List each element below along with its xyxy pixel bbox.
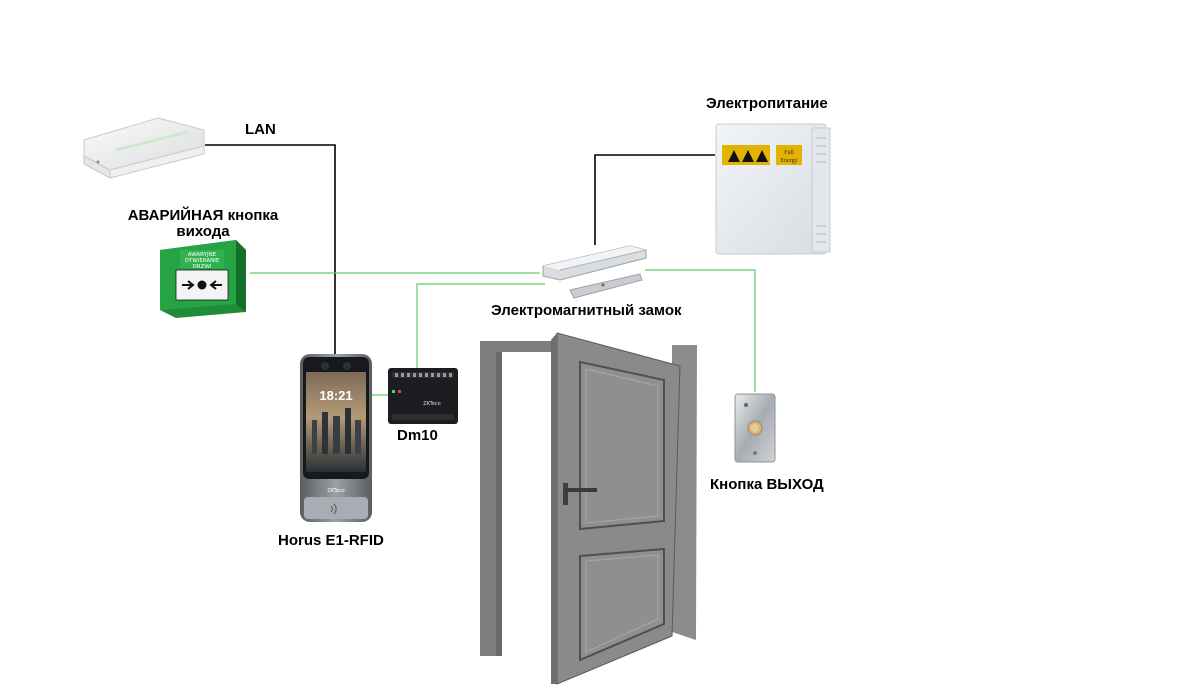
power-supply-label: Электропитание bbox=[706, 95, 828, 112]
emergency-button-label-2: вихода bbox=[176, 223, 230, 240]
controller-icon: ZKTeco bbox=[388, 368, 458, 424]
exit-button-wire bbox=[645, 269, 756, 392]
controller-lock-wire bbox=[416, 283, 545, 368]
emergency-box-text-2: OTWIERANIE bbox=[185, 258, 220, 264]
emergency-box-text-1: AWARYJNE bbox=[188, 252, 217, 258]
emergency-button-icon: AWARYJNE OTWIERANIE DRZWI bbox=[160, 240, 246, 318]
lan-wire bbox=[205, 144, 336, 357]
exit-button-label: Кнопка ВЫХОД bbox=[710, 476, 824, 493]
face-terminal-icon: 18:21 ZKTeco bbox=[300, 354, 372, 522]
emergency-button-label-1: АВАРИЙНАЯ кнопка bbox=[127, 207, 279, 224]
lan-label: LAN bbox=[245, 121, 276, 138]
power-brand-line1: Full bbox=[784, 150, 794, 156]
terminal-clock: 18:21 bbox=[319, 388, 352, 403]
power-brand-line2: Energy bbox=[780, 158, 797, 164]
exit-button-icon bbox=[734, 393, 776, 463]
network-switch-icon bbox=[83, 117, 205, 179]
emergency-box-text-3: DRZWI bbox=[193, 264, 212, 270]
power-supply-icon: Full Energy bbox=[715, 123, 831, 255]
door-icon bbox=[480, 332, 697, 685]
magnetic-lock-icon bbox=[542, 245, 647, 299]
terminal-brand: ZKTeco bbox=[327, 488, 344, 494]
magnetic-lock-label: Электромагнитный замок bbox=[491, 302, 682, 319]
power-wire bbox=[594, 154, 715, 245]
controller-label: Dm10 bbox=[397, 427, 438, 444]
controller-brand: ZKTeco bbox=[423, 401, 440, 407]
wires bbox=[205, 144, 756, 396]
terminal-label: Horus E1-RFID bbox=[278, 532, 384, 549]
